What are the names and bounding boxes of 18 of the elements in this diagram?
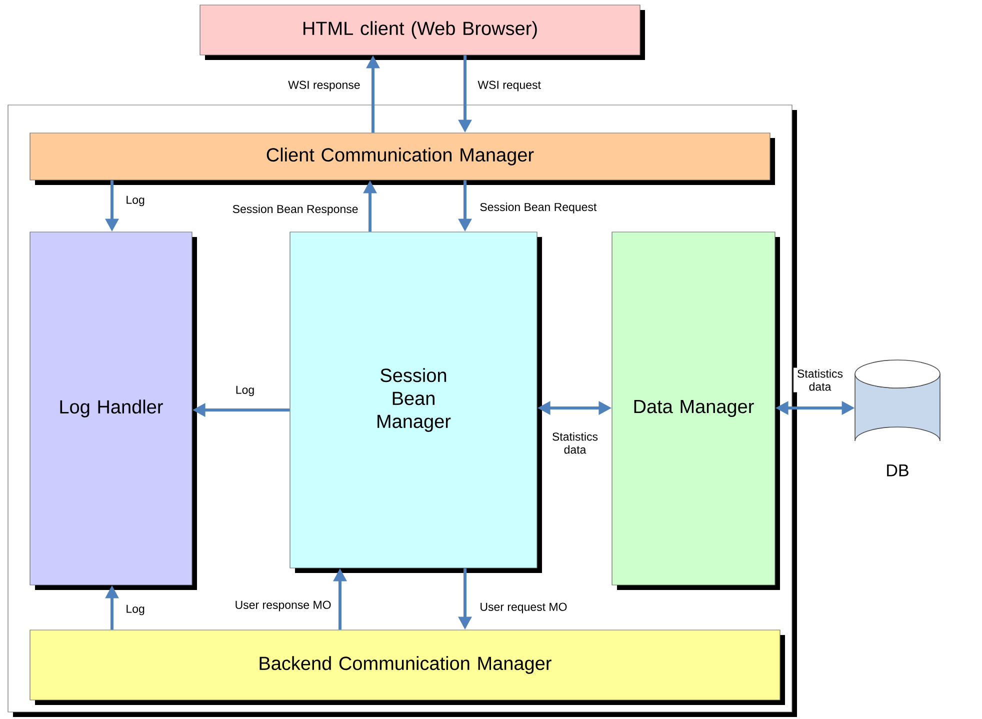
edge-label: WSI response [286,79,362,93]
edge-label: WSI request [476,79,542,93]
edge-label: Log [124,194,146,208]
manager-box: Session Bean Manager [290,232,542,573]
client-box: HTML client (Web Browser) [200,4,645,60]
handler-box: Log Handler [30,232,197,590]
edge-label: Session Bean Response [230,203,360,217]
edge-label: Session Bean Request [478,201,598,215]
edge-label: Statistics data [794,368,846,392]
edge-label: Statistics data [548,430,602,456]
manager-box: Data Manager [612,232,780,590]
manager-box: Client Communication Manager [30,132,775,185]
edge-label: Log [124,603,146,617]
caption-text: DB [887,464,908,476]
edge-label: User request MO [478,601,569,615]
database-cylinder [854,360,940,442]
edge-label: User response MO [233,599,333,613]
manager-box: Backend Communication Manager [30,630,785,705]
